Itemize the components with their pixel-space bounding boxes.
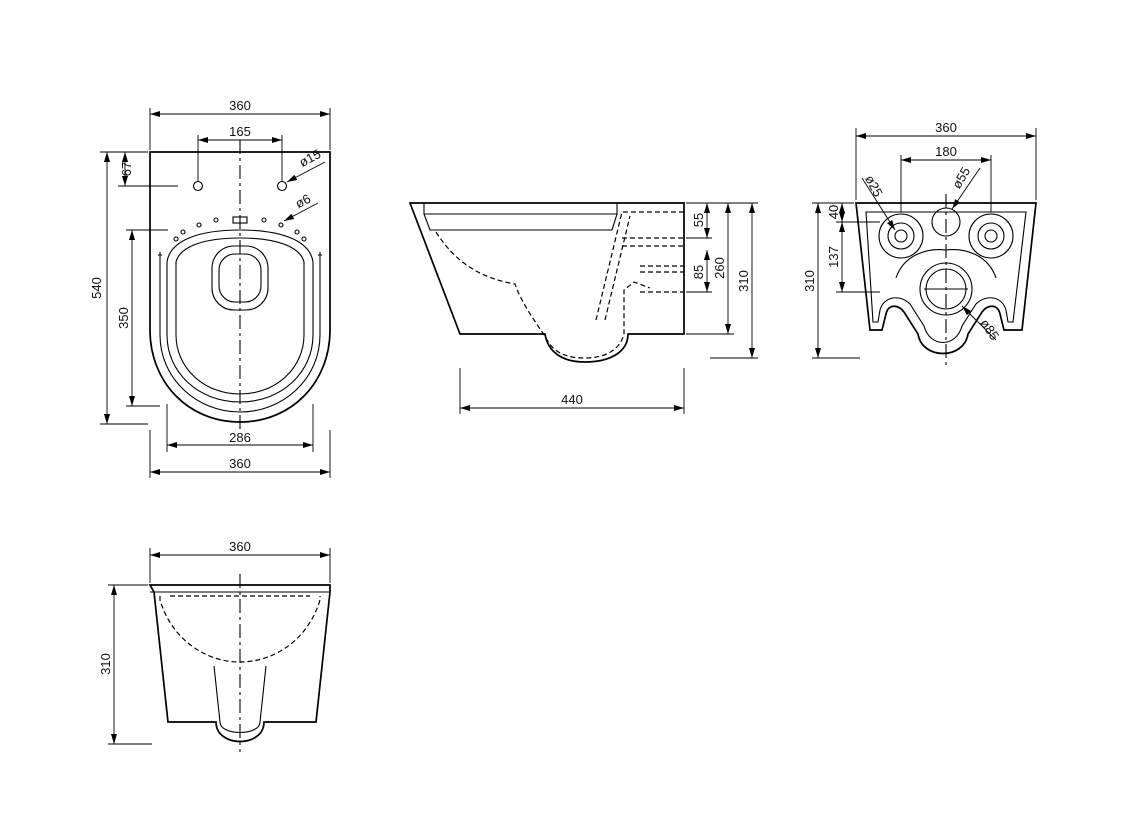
dim-hole-dia: ø15 <box>296 146 323 170</box>
dim-back-40: 40 <box>826 205 841 219</box>
dim-seat-length: 350 <box>116 307 131 329</box>
dim-side-depth: 440 <box>561 392 583 407</box>
front-view-outline <box>148 584 331 743</box>
dim-inner-width: 286 <box>229 430 251 445</box>
dim-bottom-width: 360 <box>229 456 251 471</box>
side-view-rim <box>423 203 618 231</box>
dim-side-260: 260 <box>712 257 727 279</box>
dim-back-dia-55: ø55 <box>949 164 973 191</box>
dim-side-67: 67 <box>119 162 134 176</box>
dim-back-137: 137 <box>826 246 841 268</box>
top-view: 360 165 67 ø15 ø6 540 350 286 <box>89 98 331 478</box>
dim-length: 540 <box>89 277 104 299</box>
back-view-inner <box>865 211 1027 343</box>
dim-hole-spacing: 165 <box>229 124 251 139</box>
top-view-rim <box>159 252 321 413</box>
side-view: 55 85 260 310 440 <box>408 202 758 414</box>
dim-back-width: 360 <box>935 120 957 135</box>
dim-side-85: 85 <box>691 265 706 279</box>
dim-back-dia-85: ø85 <box>977 316 1002 343</box>
dim-side-55: 55 <box>691 213 706 227</box>
front-view-trap <box>213 665 267 723</box>
top-view-mount-hole-left <box>192 180 204 192</box>
dim-back-height: 310 <box>802 270 817 292</box>
side-view-outline <box>408 202 685 363</box>
top-view-mount-hole-right <box>276 180 288 192</box>
dim-front-width: 360 <box>229 539 251 554</box>
top-view-rim-holes <box>158 216 322 256</box>
front-view: 360 310 <box>98 539 331 752</box>
dim-back-bolt-spacing: 180 <box>935 144 957 159</box>
dim-side-height: 310 <box>736 270 751 292</box>
side-view-bowl <box>435 231 651 359</box>
dim-top-width: 360 <box>229 98 251 113</box>
top-view-bowl <box>166 229 314 403</box>
top-view-bowl-inner <box>175 237 305 395</box>
back-view: 360 180 ø25 ø55 40 137 310 ø85 <box>802 120 1037 368</box>
dim-front-height: 310 <box>98 653 113 675</box>
dim-small-dia: ø6 <box>293 191 313 211</box>
side-view-trap <box>595 211 684 321</box>
dim-back-dia-25: ø25 <box>862 172 886 199</box>
